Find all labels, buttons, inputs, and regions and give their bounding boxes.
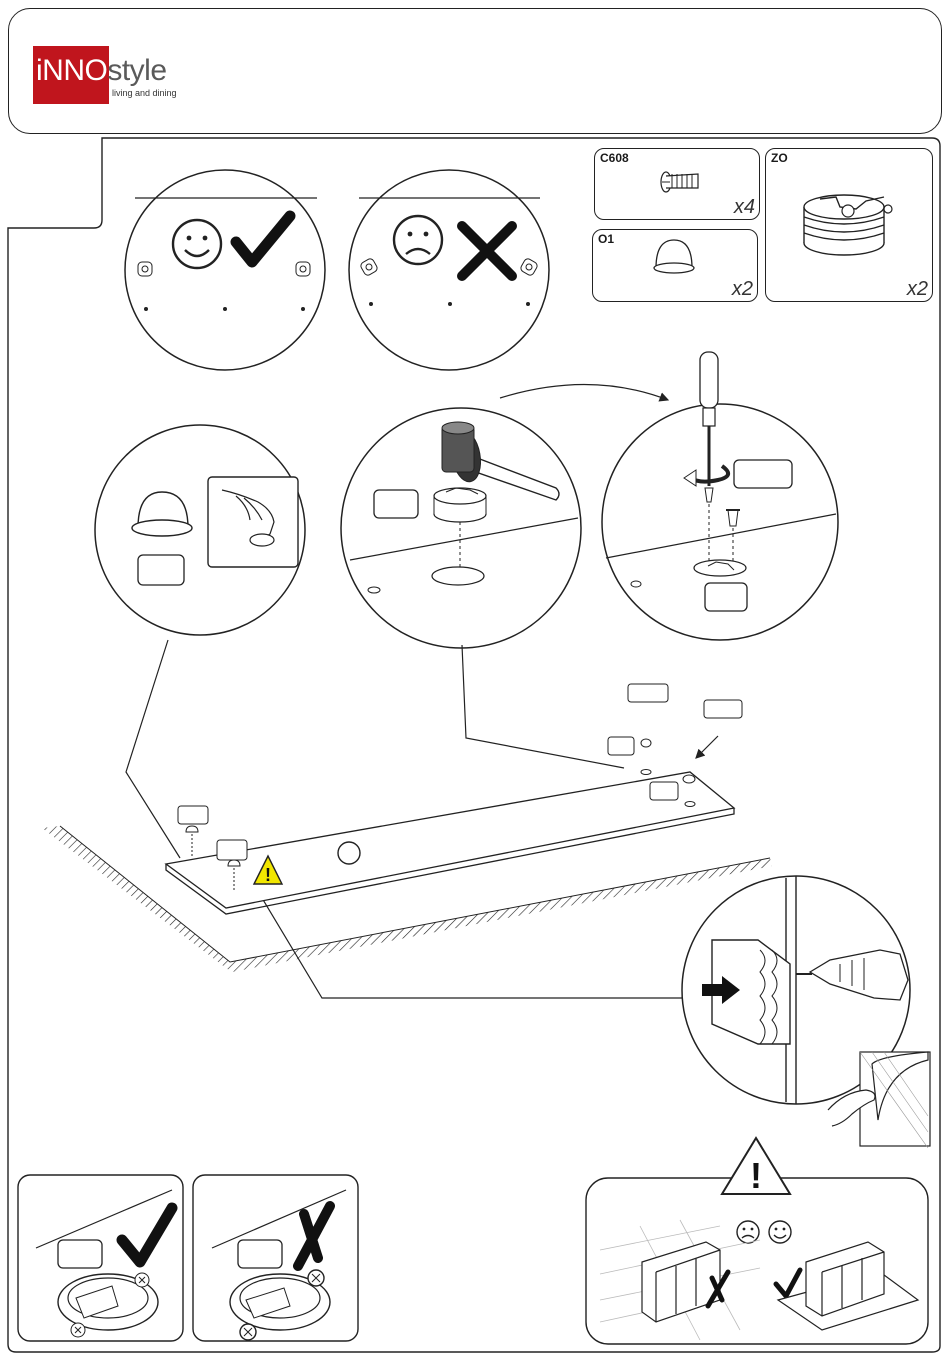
- cam-lock-icon: [804, 195, 892, 255]
- cam-lock-icon: [296, 262, 310, 276]
- part-label-blank: [58, 1240, 102, 1268]
- part-label-blank: [705, 583, 747, 611]
- part-label-blank: [178, 806, 208, 824]
- smiley-face-icon: [769, 1221, 791, 1243]
- part-label-blank: [374, 490, 418, 518]
- screw-icon: [705, 488, 713, 502]
- correct-cam-panel: [18, 1175, 183, 1341]
- part-label-blank: [650, 782, 678, 800]
- correct-orientation-circle: [125, 170, 325, 370]
- sad-face-icon: [394, 216, 442, 264]
- smiley-face-icon: [173, 220, 221, 268]
- cam-lock-icon: [138, 262, 152, 276]
- glide-foot-detail-circle: [95, 425, 305, 635]
- svg-text:!: !: [265, 865, 271, 885]
- pointer-arrow: [696, 736, 718, 758]
- screw-icon: [661, 172, 698, 192]
- svg-text:!: !: [750, 1155, 762, 1196]
- curved-arrow: [500, 384, 668, 400]
- leader-line: [462, 645, 624, 768]
- part-label-blank: [217, 840, 247, 860]
- part-label-blank: [628, 684, 668, 702]
- part-label-blank: [138, 555, 184, 585]
- board-panel: !: [166, 684, 742, 914]
- cam-lock-icon: [434, 488, 486, 522]
- leader-line: [126, 640, 180, 858]
- glide-foot-icon: [654, 240, 694, 273]
- part-label-blank: [238, 1240, 282, 1268]
- part-label-blank: [608, 737, 634, 755]
- wrong-orientation-circle: [349, 170, 549, 370]
- sad-face-icon: [737, 1221, 759, 1243]
- hammer-cam-detail-circle: [341, 408, 581, 648]
- screwdriver-detail-circle: [602, 352, 838, 640]
- part-label-blank: [734, 460, 792, 488]
- part-label-blank: [704, 700, 742, 718]
- wrong-cam-panel: [193, 1175, 358, 1341]
- surface-warning-panel: !: [586, 1138, 928, 1344]
